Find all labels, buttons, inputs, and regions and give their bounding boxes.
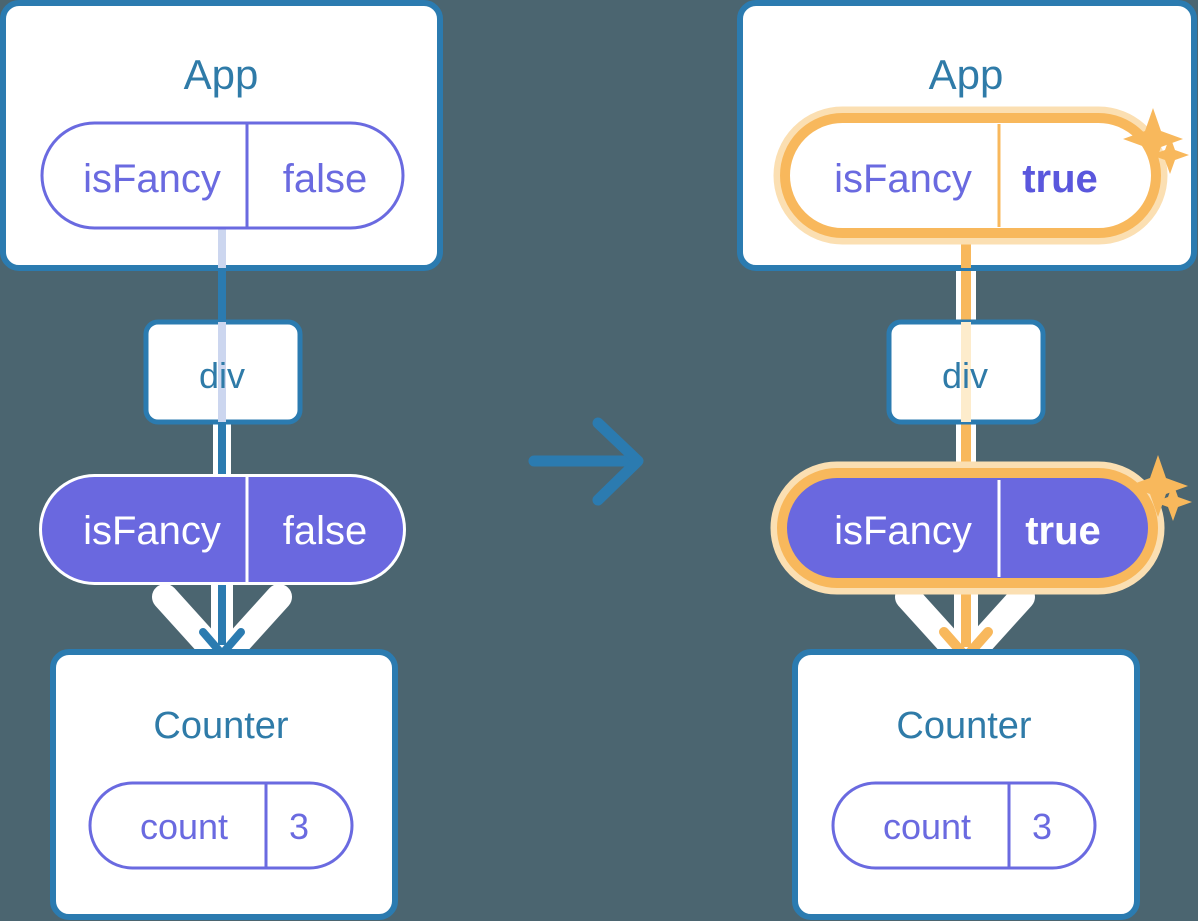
left-connector-app-to-div bbox=[218, 250, 226, 340]
left-prop-pill: isFancy false bbox=[39, 474, 406, 585]
left-prop-pill-key: isFancy bbox=[83, 509, 221, 553]
left-app-state-pill-body bbox=[40, 121, 405, 230]
left-app-internal-line bbox=[218, 215, 226, 268]
sparkle-large-mid bbox=[1128, 455, 1188, 517]
right-app-state-pill-key: isFancy bbox=[834, 157, 972, 201]
right-prop-pill-value: true bbox=[1025, 509, 1101, 553]
left-counter-state-pill-value: 3 bbox=[289, 806, 309, 847]
left-counter-state-pill: count 3 bbox=[88, 781, 354, 870]
left-app-state-pill-key: isFancy bbox=[83, 157, 221, 201]
left-div-internal-line bbox=[218, 322, 226, 422]
arrow-right-icon bbox=[528, 417, 644, 506]
sparkle-small-mid bbox=[1154, 483, 1192, 521]
right-counter-state-pill: count 3 bbox=[831, 781, 1097, 870]
right-prop-pill: isFancy true bbox=[770, 461, 1165, 595]
left-counter-title: Counter bbox=[153, 705, 289, 747]
left-prop-pill-value: false bbox=[283, 509, 368, 553]
sparkle-large-top bbox=[1123, 108, 1183, 170]
right-prop-pill-body bbox=[777, 468, 1158, 588]
right-div-title: div bbox=[942, 355, 988, 396]
right-counter-title: Counter bbox=[896, 705, 1032, 747]
left-app-state-pill-value: false bbox=[283, 157, 368, 201]
right-div-internal-line bbox=[961, 322, 971, 422]
right-prop-pill-key: isFancy bbox=[834, 509, 972, 553]
right-counter-state-pill-value: 3 bbox=[1032, 806, 1052, 847]
left-app-state-pill: isFancy false bbox=[40, 121, 405, 230]
right-app-title: App bbox=[929, 51, 1004, 98]
left-app-title: App bbox=[184, 51, 259, 98]
right-app-state-pill-value: true bbox=[1022, 157, 1098, 201]
left-prop-pill-body bbox=[42, 477, 403, 582]
right-app-state-pill-ring bbox=[780, 113, 1161, 238]
right-app-state-pill: isFancy true bbox=[773, 106, 1168, 245]
sparkle-small-top bbox=[1151, 136, 1189, 174]
right-prop-pill-glow bbox=[770, 461, 1165, 595]
left-div-title: div bbox=[199, 355, 245, 396]
left-counter-state-pill-key: count bbox=[140, 806, 228, 847]
left-counter-state-pill-body bbox=[88, 781, 354, 870]
right-app-state-pill-glow bbox=[773, 106, 1168, 245]
right-counter-state-pill-key: count bbox=[883, 806, 971, 847]
right-counter-state-pill-body bbox=[831, 781, 1097, 870]
